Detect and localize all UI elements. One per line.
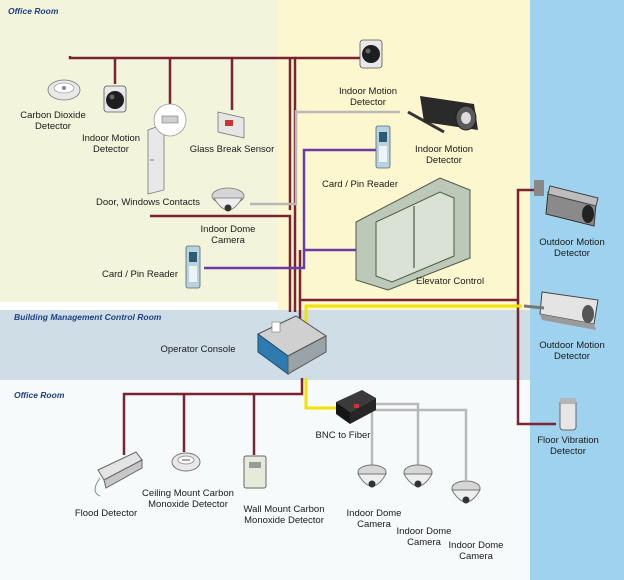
label-bnc-to-fiber: BNC to Fiber	[316, 430, 371, 441]
outdoor-area	[530, 0, 624, 580]
indoor-dome-camera-icon	[211, 187, 245, 212]
zone-title-office-top: Office Room	[8, 6, 59, 16]
operator-console-icon	[257, 315, 327, 375]
label-elevator-control: Elevator Control	[416, 276, 484, 287]
elevator-control-icon	[355, 177, 471, 291]
indoor-motion-detector-icon	[103, 85, 127, 113]
indoor-dome-camera-icon	[403, 464, 433, 488]
ceiling-mount-co-detector-icon	[171, 452, 201, 472]
bnc-to-fiber-icon	[336, 390, 376, 424]
flood-detector-icon	[94, 451, 143, 497]
label-flood-detector: Flood Detector	[75, 508, 137, 519]
glass-break-sensor-icon	[217, 111, 245, 139]
zone-title-control-room: Building Management Control Room	[14, 312, 162, 322]
label-glass-break-sensor: Glass Break Sensor	[190, 144, 274, 155]
floor-vibration-detector-icon	[559, 398, 577, 431]
carbon-dioxide-detector-icon	[47, 79, 81, 101]
card-pin-reader-icon	[375, 125, 391, 169]
indoor-box-camera-icon	[407, 96, 478, 134]
indoor-motion-detector-icon	[359, 39, 383, 69]
indoor-dome-camera-icon	[357, 464, 387, 488]
label-card-pin-reader-right: Card / Pin Reader	[322, 179, 398, 190]
office-room-left-area	[0, 0, 278, 302]
label-card-pin-reader-left: Card / Pin Reader	[102, 269, 178, 280]
zone-title-office-bottom: Office Room	[14, 390, 65, 400]
label-door-windows-contacts: Door, Windows Contacts	[96, 197, 200, 208]
wall-mount-co-detector-icon	[243, 455, 267, 489]
indoor-dome-camera-icon	[451, 480, 481, 504]
card-pin-reader-icon	[185, 245, 201, 289]
outdoor-motion-camera-icon	[534, 180, 599, 227]
outdoor-motion-camera-icon	[523, 291, 599, 330]
label-operator-console: Operator Console	[161, 344, 236, 355]
door-windows-contacts-icon	[147, 103, 187, 195]
access-control-wiring	[204, 148, 376, 270]
